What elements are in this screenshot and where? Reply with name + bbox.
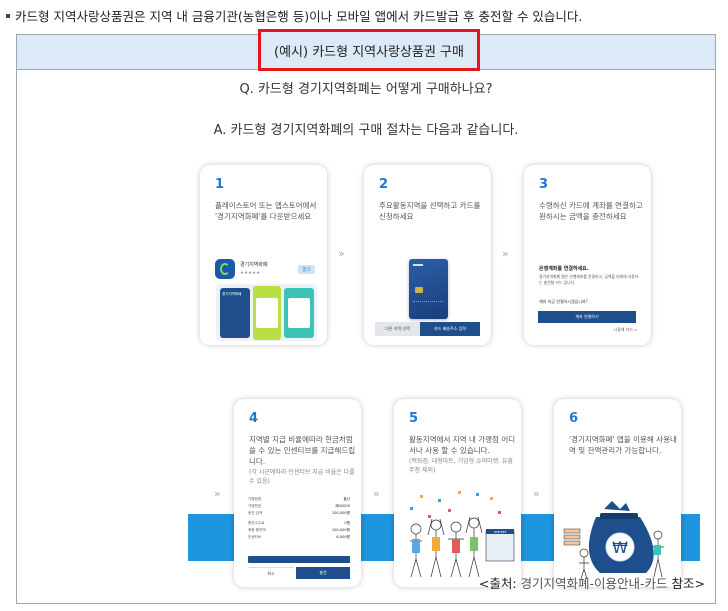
enter-shipping-address-button[interactable]: 카드 배송주소 입력 bbox=[420, 322, 480, 336]
step-number: 4 bbox=[249, 411, 259, 426]
step-card-2: 2 주요활동지역을 선택하고 카드를 신청하세요 다른 지역 선택 카드 배송주… bbox=[364, 165, 491, 345]
step-text: '경기지역화폐' 앱을 이용해 사용내역 및 잔액관리가 가능합니다. bbox=[569, 435, 677, 455]
arrow-icon: » bbox=[533, 487, 540, 500]
shoppers-illustration: market bbox=[410, 491, 515, 578]
answer-text: A. 카드형 경기지역화폐의 구매 절차는 다음과 같습니다. bbox=[213, 123, 519, 138]
connect-now-question: 계좌 지금 연결하시겠습니까? bbox=[539, 299, 588, 304]
step-number: 3 bbox=[539, 177, 549, 192]
step-number: 6 bbox=[569, 411, 579, 426]
step-card-3: 3 수령하신 카드에 계좌를 연결하고 원하시는 금액을 충전하세요 은행계좌를… bbox=[524, 165, 651, 345]
app-name: 경기지역화폐 bbox=[240, 262, 268, 268]
cancel-button[interactable]: 취소 bbox=[248, 567, 294, 579]
step-number: 5 bbox=[409, 411, 419, 426]
step-note: (백화점, 대형마트, 기업형 슈퍼마켓, 유흥주점 제외) bbox=[409, 458, 514, 474]
intro-label: 카드형 지역사랑상품권은 지역 내 금융기관(농협은행 등)이나 모바일 앱에서… bbox=[15, 9, 583, 24]
step-text: 활동지역에서 지역 내 가맹점 어디서나 사용 할 수 있습니다. (백화점, … bbox=[409, 435, 516, 474]
connect-account-button[interactable]: 계좌 연결하기 bbox=[538, 311, 636, 323]
step-text: 지역별 지급 비율에따라 현금처럼 쓸 수 있는 인센티브를 지급해드립니다. … bbox=[249, 435, 356, 485]
step-text: 주요활동지역을 선택하고 카드를 신청하세요 bbox=[379, 201, 481, 221]
phone-screens-image: 경기지역화폐 bbox=[216, 284, 317, 341]
connect-account-description: 경기지역화폐 앱은 은행계좌를 연결하고, 금액을 미래에 사용하는 충전형 카… bbox=[539, 274, 639, 285]
source-citation: <출처: 경기지역화폐-이용안내-카드 참조> bbox=[478, 576, 705, 591]
intro-text: 카드형 지역사랑상품권은 지역 내 금융기관(농협은행 등)이나 모바일 앱에서… bbox=[6, 6, 582, 25]
select-other-region-button[interactable]: 다른 지역 선택 bbox=[375, 322, 420, 336]
later-link[interactable]: 나중에 하기 > bbox=[613, 327, 637, 332]
arrow-icon: » bbox=[502, 247, 509, 260]
example-title: (예시) 카드형 지역사랑상품권 구매 bbox=[274, 44, 464, 60]
incentive-bar bbox=[248, 556, 350, 563]
source-link[interactable]: 경기지역화폐-이용안내-카드 bbox=[520, 576, 668, 591]
step-number: 1 bbox=[215, 177, 225, 192]
bullet-icon bbox=[6, 13, 10, 18]
step-text: 수령하신 카드에 계좌를 연결하고 원하시는 금액을 충전하세요 bbox=[539, 201, 643, 221]
arrow-icon: » bbox=[338, 247, 345, 260]
money-bag-illustration: ₩ bbox=[563, 501, 664, 580]
step-number: 2 bbox=[379, 177, 389, 192]
arrow-icon: » bbox=[373, 487, 380, 500]
local-currency-card-image bbox=[409, 259, 448, 319]
step-card-5: 5 활동지역에서 지역 내 가맹점 어디서나 사용 할 수 있습니다. (백화점… bbox=[394, 399, 521, 587]
step-card-1: 1 플레이스토어 또는 앱스토어에서 '경기지역화폐'를 다운받으세요 경기지역… bbox=[200, 165, 327, 345]
connect-account-heading: 은행계좌를 연결하세요. bbox=[539, 266, 589, 272]
step-card-6: 6 '경기지역화폐' 앱을 이용해 사용내역 및 잔액관리가 가능합니다. ₩ bbox=[554, 399, 681, 587]
step-card-4: 4 지역별 지급 비율에따라 현금처럼 쓸 수 있는 인센티브를 지급해드립니다… bbox=[234, 399, 361, 587]
purchase-steps-figure: 1 플레이스토어 또는 앱스토어에서 '경기지역화폐'를 다운받으세요 경기지역… bbox=[188, 159, 700, 587]
example-box: (예시) 카드형 지역사랑상품권 구매 Q. 카드형 경기지역화폐는 어떻게 구… bbox=[16, 29, 716, 604]
arrow-icon: » bbox=[214, 487, 221, 500]
step-text: 플레이스토어 또는 앱스토어에서 '경기지역화폐'를 다운받으세요 bbox=[215, 201, 317, 221]
won-symbol-icon: ₩ bbox=[612, 538, 628, 557]
app-open-button[interactable]: 열기 bbox=[298, 265, 315, 274]
svg-text:market: market bbox=[494, 530, 507, 534]
app-rating: ★★★★★ bbox=[240, 271, 261, 276]
question-text: Q. 카드형 경기지역화폐는 어떻게 구매하나요? bbox=[239, 82, 493, 97]
highlighted-title: (예시) 카드형 지역사랑상품권 구매 bbox=[258, 29, 480, 71]
charge-button[interactable]: 충전 bbox=[296, 567, 350, 579]
app-logo-icon bbox=[215, 259, 235, 279]
step-note: (각 시군에따라 인센티브 지급 비율은 다를 수 있음) bbox=[249, 469, 355, 485]
